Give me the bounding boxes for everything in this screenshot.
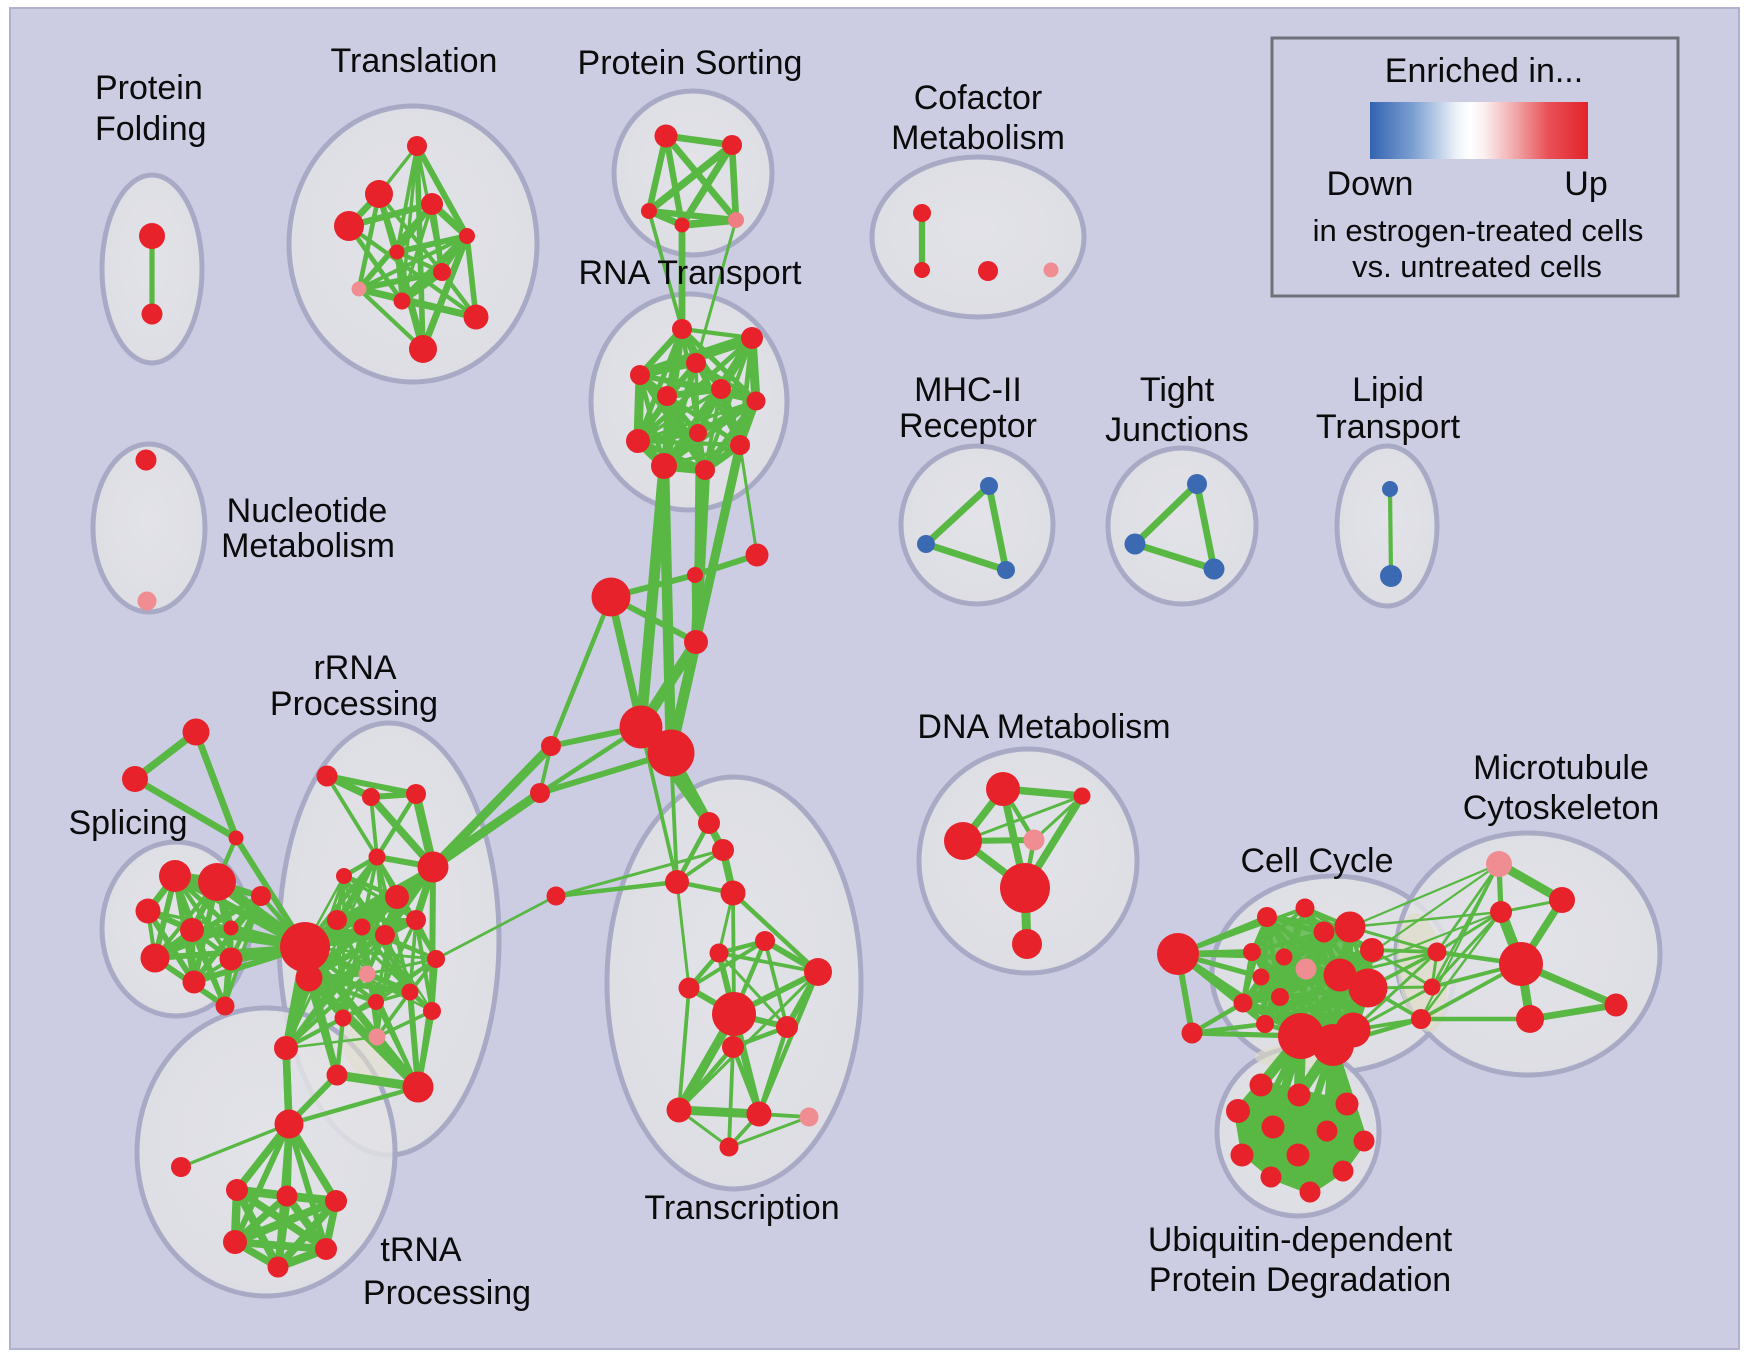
svg-text:Processing: Processing xyxy=(270,685,438,723)
svg-text:Lipid: Lipid xyxy=(1352,371,1424,409)
svg-text:tRNA: tRNA xyxy=(380,1231,462,1269)
svg-text:Tight: Tight xyxy=(1140,371,1215,409)
svg-text:Protein Sorting: Protein Sorting xyxy=(578,44,803,82)
svg-text:rRNA: rRNA xyxy=(313,649,396,687)
svg-text:Up: Up xyxy=(1564,165,1607,203)
svg-text:Microtubule: Microtubule xyxy=(1473,749,1649,787)
svg-text:in estrogen-treated cells: in estrogen-treated cells xyxy=(1313,213,1644,248)
svg-text:Splicing: Splicing xyxy=(68,804,187,842)
svg-text:Nucleotide: Nucleotide xyxy=(227,492,388,530)
svg-text:Enriched in...: Enriched in... xyxy=(1385,52,1583,90)
svg-text:Transport: Transport xyxy=(1316,408,1461,446)
svg-text:DNA Metabolism: DNA Metabolism xyxy=(917,708,1170,746)
svg-text:Metabolism: Metabolism xyxy=(221,527,395,565)
svg-text:Transcription: Transcription xyxy=(644,1189,839,1227)
svg-text:Junctions: Junctions xyxy=(1105,411,1249,449)
svg-text:Down: Down xyxy=(1327,165,1414,203)
svg-text:Protein Degradation: Protein Degradation xyxy=(1149,1261,1451,1299)
svg-text:MHC-II: MHC-II xyxy=(914,371,1022,409)
svg-text:Folding: Folding xyxy=(95,110,207,148)
svg-text:RNA Transport: RNA Transport xyxy=(579,254,803,292)
svg-text:Translation: Translation xyxy=(331,42,498,80)
svg-text:Cofactor: Cofactor xyxy=(914,79,1043,117)
svg-text:vs. untreated cells: vs. untreated cells xyxy=(1352,249,1602,284)
svg-text:Metabolism: Metabolism xyxy=(891,119,1065,157)
svg-text:Cytoskeleton: Cytoskeleton xyxy=(1463,789,1660,827)
svg-text:Processing: Processing xyxy=(363,1274,531,1312)
svg-text:Ubiquitin-dependent: Ubiquitin-dependent xyxy=(1148,1221,1453,1259)
svg-text:Cell Cycle: Cell Cycle xyxy=(1240,842,1393,880)
svg-text:Protein: Protein xyxy=(95,69,203,107)
svg-text:Receptor: Receptor xyxy=(899,407,1037,445)
